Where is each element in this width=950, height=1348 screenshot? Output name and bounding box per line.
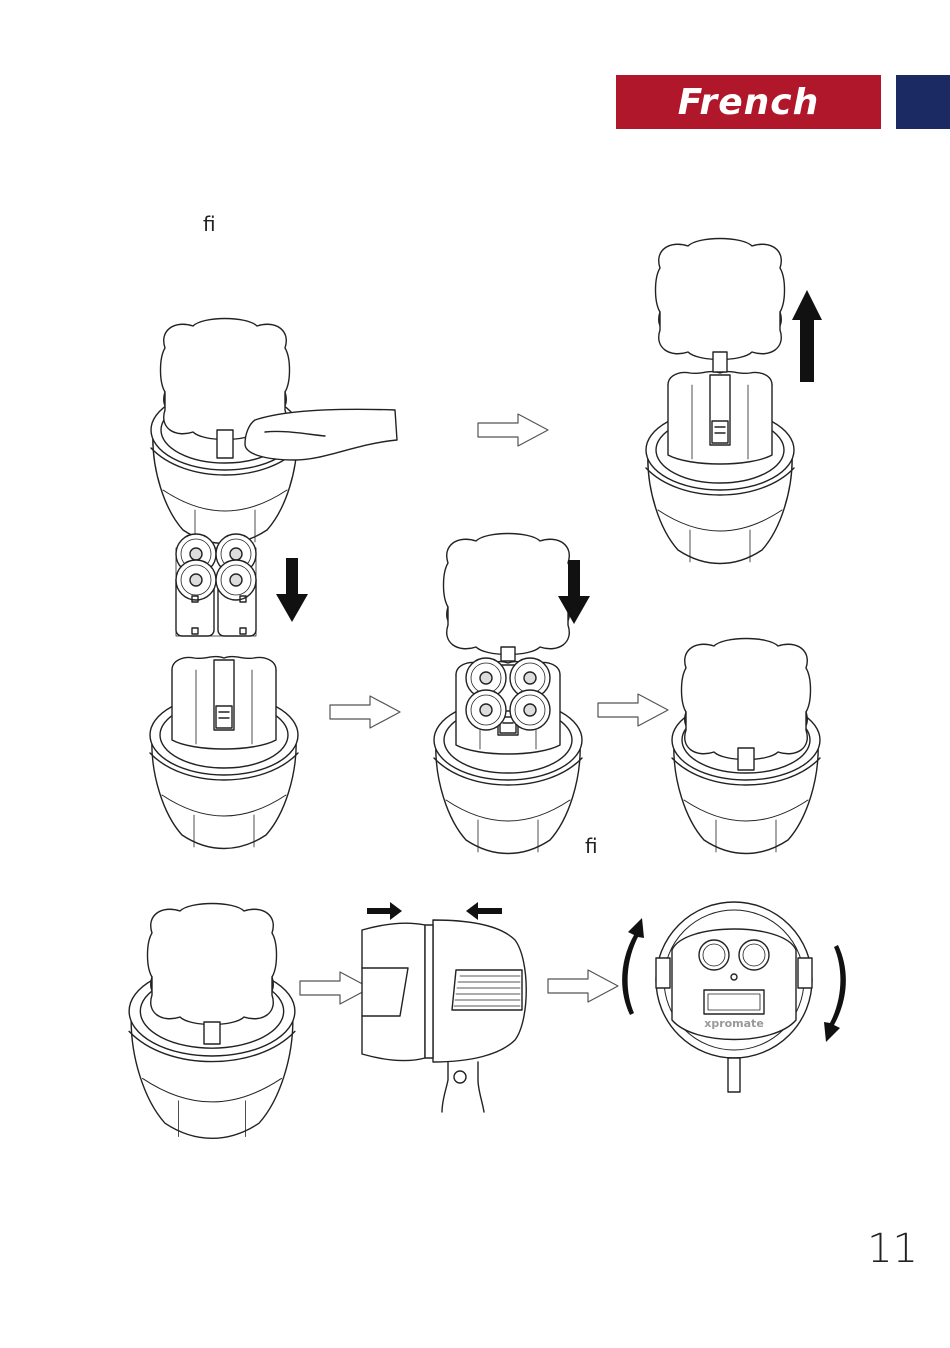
step-closed [672, 639, 820, 854]
step-rotate: xpromate [622, 902, 846, 1092]
arrow-3 [598, 694, 668, 726]
step-insert-batteries [150, 534, 308, 849]
arrow-5 [548, 970, 618, 1002]
step-assembled [129, 904, 295, 1139]
arrow-1 [478, 414, 548, 446]
arrow-4 [300, 972, 370, 1004]
step-lift-cover [646, 239, 822, 564]
step-close-cover [434, 534, 590, 854]
step-press-together [362, 902, 526, 1112]
step-open-lamp [151, 319, 397, 544]
page-number: 11 [867, 1226, 918, 1272]
arrow-2 [330, 696, 400, 728]
brand-logo: xpromate [704, 1017, 764, 1030]
